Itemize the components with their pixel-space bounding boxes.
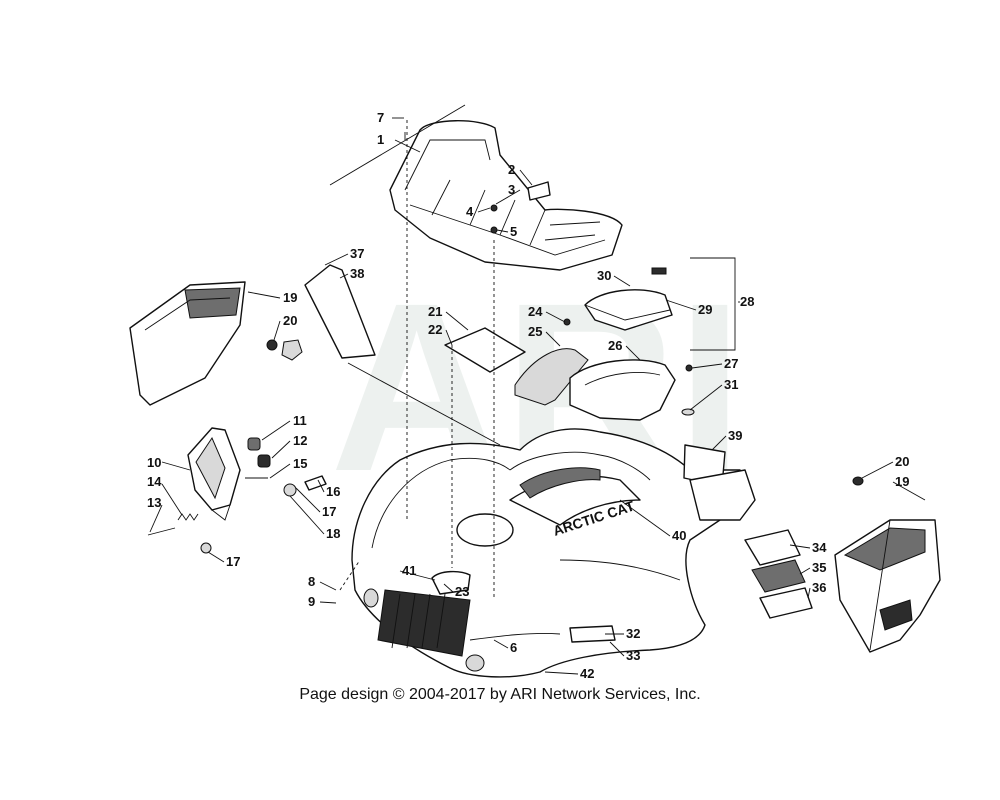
callout-label: 42 [580, 666, 594, 681]
callout-leader [625, 345, 641, 361]
callout-label: 8 [308, 574, 315, 589]
callout-leader [544, 671, 579, 675]
callout-leader [445, 329, 453, 346]
callout-leader [807, 587, 811, 599]
callout-label: 3 [508, 182, 515, 197]
callout-label: 21 [428, 304, 442, 319]
callout-leader [394, 139, 421, 153]
callout-leader [319, 601, 337, 604]
callout-label: 28 [740, 294, 754, 309]
callout-leader [689, 384, 723, 411]
callout-leader [665, 299, 697, 311]
callout-label: 6 [510, 640, 517, 655]
callout-label: 23 [455, 584, 469, 599]
callout-label: 20 [895, 454, 909, 469]
copyright-footer: Page design © 2004-2017 by ARI Network S… [299, 686, 701, 703]
callout-label: 34 [812, 540, 827, 555]
callout-leader [609, 641, 625, 657]
callout-leader [339, 273, 349, 279]
callout-label: 12 [293, 433, 307, 448]
callout-leader [261, 420, 291, 441]
callout-label: 30 [597, 268, 611, 283]
callout-leader [149, 504, 163, 533]
callout-leader [247, 291, 281, 299]
callout-leader [273, 320, 281, 341]
callout-leader [861, 461, 894, 479]
callout-leader [443, 583, 454, 593]
callout-label: 20 [283, 313, 297, 328]
callout-label: 37 [350, 246, 364, 261]
callout-leader [613, 275, 631, 287]
callout-leader [161, 483, 183, 516]
front-grille [377, 589, 471, 657]
callout-leader [207, 551, 225, 563]
callout-label: 33 [626, 648, 640, 663]
callout-leader [271, 440, 291, 459]
callout-label: 39 [728, 428, 742, 443]
callout-label: 38 [350, 266, 364, 281]
callout-label: 32 [626, 626, 640, 641]
callout-label: 36 [812, 580, 826, 595]
callout-label: 19 [895, 474, 909, 489]
callout-label: 27 [724, 356, 738, 371]
callout-leader [799, 567, 811, 575]
callout-label: 9 [308, 594, 315, 609]
callout-label: 1 [377, 132, 384, 147]
callout-leader [789, 544, 811, 549]
callout-label: 13 [147, 495, 161, 510]
callout-label: 41 [402, 563, 416, 578]
callout-leader [399, 570, 436, 581]
callout-leader [269, 463, 291, 479]
callout-leader [324, 253, 349, 266]
callout-leader [317, 479, 325, 493]
callout-label: 2 [508, 162, 515, 177]
callout-label: 26 [608, 338, 622, 353]
callout-label: 19 [283, 290, 297, 305]
callout-label: 7 [377, 110, 384, 125]
callout-label: 18 [326, 526, 340, 541]
callout-leader [295, 487, 321, 513]
callout-label: 14 [147, 474, 162, 489]
callout-label: 10 [147, 455, 161, 470]
callout-leader [477, 207, 491, 213]
callout-leader [496, 229, 509, 233]
callout-label: 4 [466, 204, 474, 219]
callout-label: 22 [428, 322, 442, 337]
callout-leader [892, 481, 926, 501]
callout-label: 31 [724, 377, 738, 392]
callout-label: 15 [293, 456, 307, 471]
front-rack [389, 120, 623, 271]
callout-label: 5 [510, 224, 517, 239]
callout-leader [319, 581, 337, 591]
callout-label: 17 [322, 504, 336, 519]
callout-label: 16 [326, 484, 340, 499]
callout-leader [519, 169, 533, 186]
callout-label: 40 [672, 528, 686, 543]
callout-leader [691, 363, 723, 369]
callout-leader [619, 499, 671, 537]
callout-label: 24 [528, 304, 543, 319]
callout-leader [495, 189, 521, 205]
callout-leader [545, 331, 561, 347]
callout-label: 35 [812, 560, 826, 575]
plate-21 [444, 327, 526, 373]
callout-leader [445, 311, 469, 331]
callout-leader [493, 639, 509, 649]
callout-label: 25 [528, 324, 542, 339]
callout-leader [545, 311, 566, 323]
callout-label: 17 [226, 554, 240, 569]
callout-label: 29 [698, 302, 712, 317]
callout-leader [289, 495, 325, 535]
callout-leader [161, 461, 191, 471]
callout-label: 11 [293, 413, 307, 428]
callout-leader [711, 435, 727, 451]
